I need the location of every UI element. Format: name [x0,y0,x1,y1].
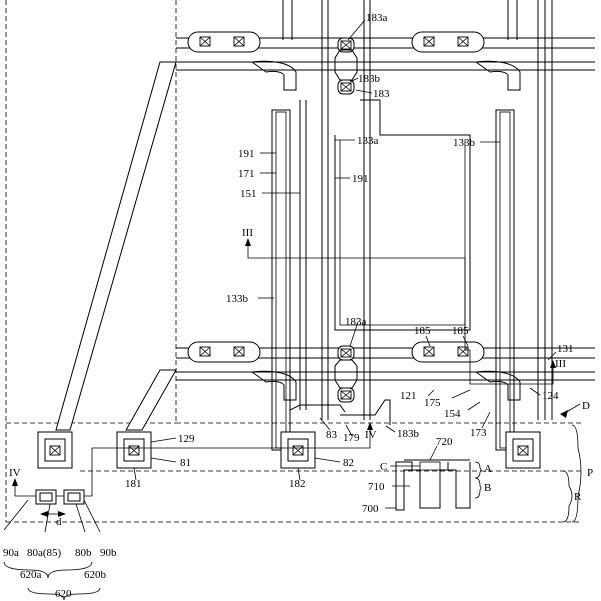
label-d-region: D [582,400,590,412]
label-182: 182 [289,478,306,490]
label-90a: 90a [3,547,19,559]
label-710: 710 [368,481,385,493]
label-c: C [380,461,387,473]
label-b: B [484,482,491,494]
label-iv-mid: IV [365,429,377,441]
data-line-right [496,0,517,450]
tft-pads-top [188,32,520,94]
label-81: 81 [180,457,191,469]
label-620a: 620a [20,569,42,581]
label-121: 121 [400,390,417,402]
label-183b-bottom: 183b [397,428,420,440]
label-620: 620 [55,588,72,600]
label-181: 181 [125,478,142,490]
label-185-a: 185 [414,325,431,337]
label-151: 151 [240,188,257,200]
label-82: 82 [343,457,354,469]
label-183-top: 183 [373,88,390,100]
pixel-electrode-191 [335,100,470,330]
label-d-gap: d [56,516,62,528]
label-191-mid: 191 [352,173,369,185]
label-183b-top: 183b [358,73,381,85]
contact-pads [38,400,540,468]
label-191-left: 191 [238,148,255,160]
label-620b: 620b [84,569,107,581]
label-90b: 90b [100,547,117,559]
section-line-iii [248,244,553,384]
data-line-171 [272,0,292,450]
label-133a: 133a [357,135,379,147]
label-a: A [484,463,492,475]
label-173: 173 [470,427,487,439]
label-129: 129 [178,433,195,445]
label-iv-left: IV [9,467,21,479]
label-iii-right: III [555,358,566,370]
fanout-lines [56,62,176,430]
structure-700 [396,460,470,510]
arrows [12,238,580,517]
label-171: 171 [238,168,255,180]
label-185-b: 185 [452,325,469,337]
label-133b-right: 133b [453,137,476,149]
label-iii-left: III [242,227,253,239]
label-720: 720 [436,436,453,448]
label-183a-bottom: 183a [345,316,367,328]
label-133b-left: 133b [226,293,249,305]
label-124: 124 [542,390,559,402]
label-179: 179 [343,432,360,444]
leader-lines [4,20,556,532]
label-r: R [574,491,582,503]
label-131: 131 [557,343,574,355]
label-p: P [587,467,593,479]
label-175: 175 [424,397,441,409]
label-83: 83 [326,429,338,441]
label-700: 700 [362,503,379,515]
label-183a-top: 183a [366,12,388,24]
label-80b: 80b [75,547,92,559]
label-154: 154 [444,408,461,420]
label-80a-85: 80a(85) [27,547,62,559]
